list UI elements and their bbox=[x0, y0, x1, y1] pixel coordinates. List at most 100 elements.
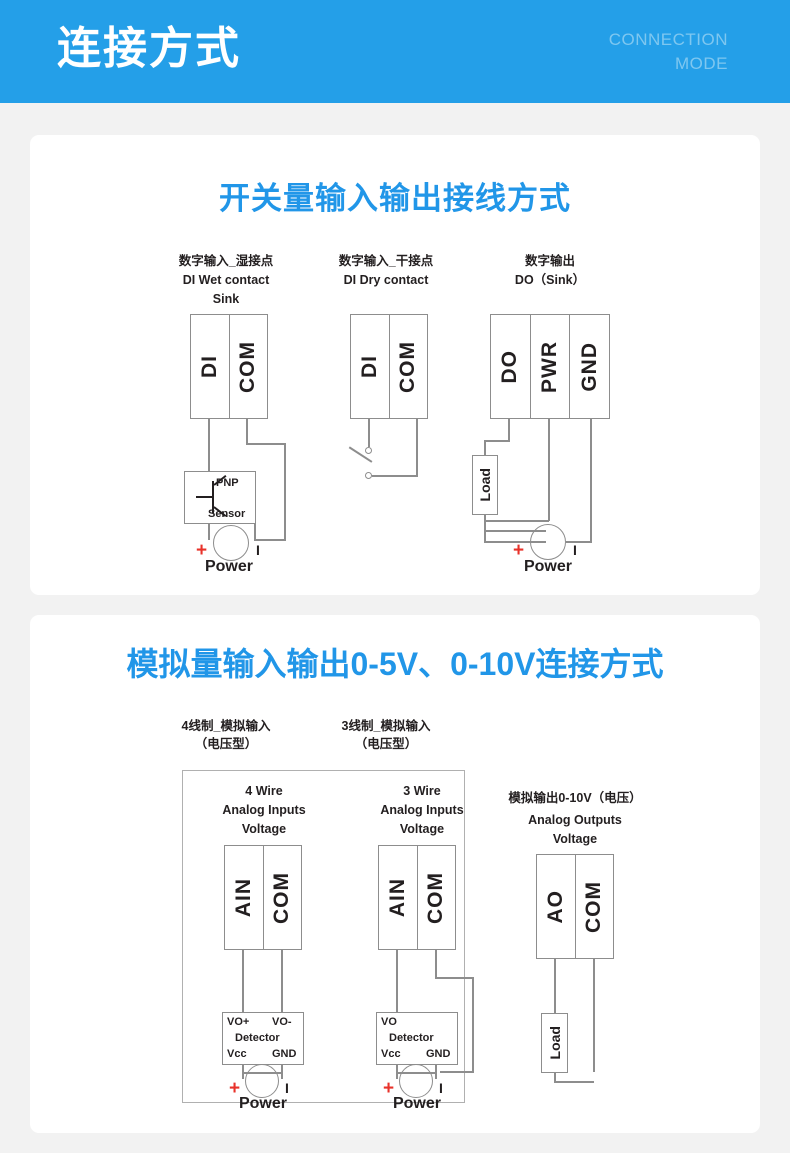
terminal-label: DO bbox=[498, 349, 522, 384]
detector-gnd-label: GND bbox=[272, 1048, 297, 1060]
ai-4wire-title3: Voltage bbox=[241, 822, 287, 836]
pnp-base-bar bbox=[212, 481, 214, 513]
terminal-di: DI bbox=[351, 315, 390, 418]
switch-node-bottom bbox=[365, 472, 372, 479]
terminal-label: COM bbox=[424, 871, 448, 924]
ao-terminal-block: AO COM bbox=[536, 854, 614, 959]
terminal-com: COM bbox=[264, 846, 302, 949]
do-caption-en: DO（Sink） bbox=[514, 273, 586, 287]
wire-do-to-load bbox=[484, 440, 486, 455]
wire-com-down bbox=[416, 419, 418, 476]
wire-power-rail bbox=[484, 541, 546, 543]
detector-name-label: Detector bbox=[235, 1032, 280, 1044]
diagram-do-sink: 数字输出 DO（Sink） DO PWR GND Load + I Power bbox=[470, 253, 630, 575]
pnp-base-lead bbox=[196, 496, 213, 498]
detector-gnd-label: GND bbox=[426, 1048, 451, 1060]
load-label: Load bbox=[477, 468, 493, 502]
ao-title1: Analog Outputs bbox=[528, 813, 622, 827]
digital-section-card: 开关量输入输出接线方式 数字输入_湿接点 DI Wet contact Sink… bbox=[30, 135, 760, 595]
wire-switch-to-com bbox=[372, 475, 418, 477]
diagram-di-dry-contact: 数字输入_干接点 DI Dry contact DI COM bbox=[312, 253, 460, 513]
terminal-ao: AO bbox=[537, 855, 576, 958]
digital-section-title: 开关量输入输出接线方式 bbox=[219, 181, 571, 216]
detector-vcc-label: Vcc bbox=[381, 1048, 401, 1060]
wire-do-down bbox=[508, 419, 510, 441]
terminal-ain: AIN bbox=[225, 846, 264, 949]
terminal-label: PWR bbox=[538, 340, 561, 393]
ai-4wire-title1: 4 Wire bbox=[245, 784, 283, 798]
di-wet-terminal-block: DI COM bbox=[190, 314, 268, 419]
terminal-label: COM bbox=[270, 871, 294, 924]
power-label: Power bbox=[238, 1095, 287, 1112]
terminal-label: GND bbox=[577, 341, 601, 392]
wire-di-down bbox=[208, 419, 210, 471]
terminal-label: DI bbox=[197, 355, 221, 378]
wire-com-down bbox=[281, 950, 283, 1012]
terminal-label: COM bbox=[396, 340, 420, 393]
ai-3wire-caption-cn2: （电压型） bbox=[354, 737, 418, 751]
power-label: Power bbox=[204, 558, 253, 575]
load-label-wrap: Load bbox=[472, 455, 498, 515]
load-label-wrap: Load bbox=[541, 1013, 568, 1073]
analog-section-title: 模拟量输入输出0-5V、0-10V连接方式 bbox=[126, 646, 664, 682]
ao-title2: Voltage bbox=[552, 832, 598, 846]
ai-3wire-terminal-block: AIN COM bbox=[378, 845, 456, 950]
analog-section-card: 模拟量输入输出0-5V、0-10V连接方式 4线制_模拟输入 （电压型） 3线制… bbox=[30, 615, 760, 1133]
power-plus-sign: + bbox=[196, 540, 208, 561]
ao-caption-cn: 模拟输出0-10V（电压） bbox=[508, 791, 642, 805]
load-label: Load bbox=[546, 1026, 563, 1060]
terminal-label: COM bbox=[582, 880, 606, 933]
power-source-symbol bbox=[213, 525, 249, 561]
diagram-4wire-analog-input: 4 Wire Analog Inputs Voltage AIN COM VO+… bbox=[190, 783, 338, 1112]
power-label: Power bbox=[523, 558, 572, 575]
wire-com-to-power bbox=[254, 539, 286, 541]
detector-vo-label: VO bbox=[381, 1016, 397, 1028]
ai-4wire-caption-cn2: （电压型） bbox=[194, 737, 258, 751]
pnp-label: PNP bbox=[216, 477, 239, 489]
terminal-com: COM bbox=[418, 846, 456, 949]
wire-com-right bbox=[435, 977, 474, 979]
terminal-label: AO bbox=[543, 889, 567, 924]
diagram-di-wet-contact: 数字输入_湿接点 DI Wet contact Sink DI COM PNP … bbox=[152, 253, 300, 575]
diagram-analog-output: 模拟输出0-10V（电压） Analog Outputs Voltage AO … bbox=[480, 790, 685, 1083]
terminal-com: COM bbox=[230, 315, 268, 418]
header-subtitle-line2: MODE bbox=[675, 54, 728, 73]
page-title: 连接方式 bbox=[57, 24, 241, 73]
pnp-sensor-label: Sensor bbox=[208, 508, 246, 520]
diagram-3wire-analog-input: 3 Wire Analog Inputs Voltage AIN COM VO … bbox=[348, 783, 496, 1112]
wire-com-to-power bbox=[440, 1071, 474, 1073]
switch-node-top bbox=[365, 447, 372, 454]
terminal-com: COM bbox=[576, 855, 614, 958]
power-minus-sign: I bbox=[573, 542, 577, 558]
page-header: 连接方式 CONNECTION MODE bbox=[0, 0, 790, 103]
wire-ain-down bbox=[396, 950, 398, 1012]
power-source-symbol bbox=[399, 1064, 433, 1098]
header-subtitle-line1: CONNECTION bbox=[608, 30, 728, 49]
di-dry-caption-en: DI Dry contact bbox=[343, 273, 429, 287]
wire-com-right-down bbox=[472, 977, 474, 1072]
di-dry-terminal-block: DI COM bbox=[350, 314, 428, 419]
do-caption-cn: 数字输出 bbox=[524, 254, 575, 268]
detector-vo-minus-label: VO- bbox=[272, 1016, 292, 1028]
detector-box bbox=[222, 1012, 304, 1065]
terminal-gnd: GND bbox=[570, 315, 609, 418]
power-source-symbol bbox=[530, 524, 566, 560]
power-minus-sign: I bbox=[285, 1080, 289, 1096]
wire-gnd-to-power bbox=[566, 541, 592, 543]
power-label: Power bbox=[392, 1095, 441, 1112]
wire-com-down bbox=[593, 959, 595, 1072]
wire-load-bottom bbox=[554, 1073, 556, 1083]
wire-load-bottom bbox=[484, 515, 486, 531]
ai-3wire-caption-cn: 3线制_模拟输入 bbox=[341, 719, 431, 733]
wire-do-left bbox=[484, 440, 510, 442]
wire-com-right-down bbox=[284, 443, 286, 540]
ai-4wire-caption-cn: 4线制_模拟输入 bbox=[181, 719, 271, 733]
terminal-ain: AIN bbox=[379, 846, 418, 949]
terminal-label: DI bbox=[357, 355, 381, 378]
detector-name-label: Detector bbox=[389, 1032, 434, 1044]
power-plus-sign: + bbox=[383, 1078, 395, 1099]
wire-di-down bbox=[368, 419, 370, 447]
wire-ain-down bbox=[242, 950, 244, 1012]
wire-gnd-down bbox=[590, 419, 592, 542]
header-subtitle: CONNECTION MODE bbox=[609, 28, 728, 76]
